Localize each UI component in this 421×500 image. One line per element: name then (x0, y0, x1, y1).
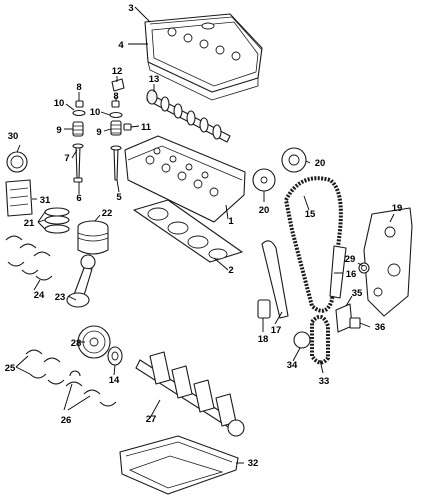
callout-34: 34 (287, 360, 298, 371)
callout-8-left: 8 (76, 82, 81, 93)
callout-15: 15 (305, 209, 316, 220)
callout-10-right: 10 (90, 107, 101, 118)
crank-pulley-part (77, 325, 111, 359)
rod-bearings-part (5, 235, 53, 281)
camshaft-part (146, 89, 231, 143)
callout-30: 30 (8, 131, 19, 142)
callout-25: 25 (5, 363, 16, 374)
callout-27: 27 (146, 414, 157, 425)
crankshaft-part (135, 351, 245, 437)
callout-21: 21 (24, 218, 35, 229)
callout-9-right: 9 (96, 127, 101, 138)
callout-32: 32 (248, 458, 259, 469)
callout-12: 12 (112, 66, 123, 77)
piston-rings-part (44, 207, 70, 234)
callout-20-left: 20 (259, 205, 270, 216)
oil-seal-part (6, 151, 28, 173)
callout-16: 16 (346, 269, 357, 280)
thrust-bearing-part (5, 179, 33, 217)
callout-11: 11 (141, 122, 152, 133)
callout-6: 6 (76, 193, 81, 204)
callout-8-right: 8 (113, 91, 118, 102)
callout-10-left: 10 (54, 98, 65, 109)
timing-cover-part (363, 207, 413, 317)
callout-9-left: 9 (56, 125, 61, 136)
callout-29: 29 (345, 254, 356, 265)
callout-17: 17 (271, 325, 282, 336)
connecting-rod-part (66, 254, 96, 308)
valve-cover-part (144, 13, 263, 101)
cam-sprocket-part (252, 147, 307, 192)
callout-2: 2 (228, 265, 233, 276)
main-bearings-part (25, 349, 117, 407)
piston-part (77, 220, 109, 255)
callout-3: 3 (128, 3, 133, 14)
leader-lines (15, 6, 395, 464)
callout-18: 18 (258, 334, 269, 345)
callout-26: 26 (61, 415, 72, 426)
oil-pump-drive-part (293, 303, 361, 365)
callout-22: 22 (102, 208, 113, 219)
callout-20-right: 20 (315, 158, 326, 169)
callout-36: 36 (375, 322, 386, 333)
callout-14: 14 (109, 375, 120, 386)
callout-7: 7 (64, 153, 69, 164)
callout-13: 13 (149, 74, 160, 85)
callout-28: 28 (71, 338, 82, 349)
oil-pan-part (119, 435, 239, 495)
callout-33: 33 (319, 376, 330, 387)
callout-19: 19 (392, 203, 403, 214)
callout-24: 24 (34, 290, 45, 301)
head-gasket-part (133, 199, 243, 263)
callout-31: 31 (40, 195, 51, 206)
callout-4: 4 (118, 40, 124, 51)
cylinder-head-part (124, 135, 246, 223)
callout-1: 1 (228, 216, 234, 227)
timing-chain-part (283, 176, 343, 313)
callout-23: 23 (55, 292, 66, 303)
valvetrain-part (72, 78, 132, 183)
callout-35: 35 (352, 288, 363, 299)
callout-5: 5 (116, 192, 122, 203)
callout-labels: 1 2 3 4 5 6 7 8 8 9 9 10 10 11 12 13 14 … (5, 3, 403, 469)
crank-sprocket-part (107, 346, 123, 366)
chain-guide-part (257, 240, 347, 319)
